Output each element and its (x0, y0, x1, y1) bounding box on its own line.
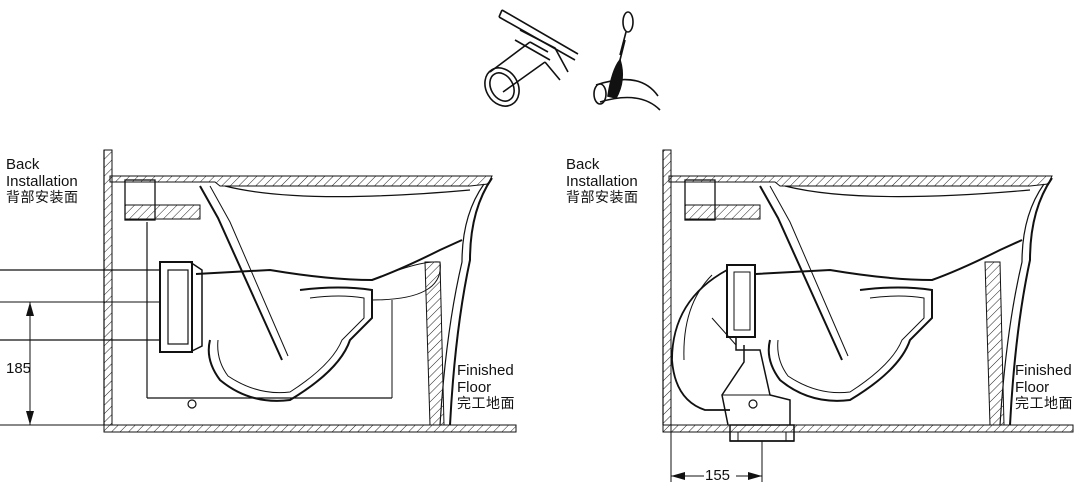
back-installation-label-en: Back Installation 背部安装面 (6, 156, 79, 207)
finished-floor (103, 424, 517, 433)
back-label-cn: 背部安装面 (6, 190, 79, 206)
floor-label-right-line1: Finished (1015, 362, 1072, 379)
floor-label-right-line2: Floor (1015, 379, 1050, 396)
back-wall-right (662, 149, 672, 426)
dimension-155: 155 (705, 467, 731, 484)
back-installation-label-right: Back Installation 背部安装面 (566, 156, 639, 207)
pipe-sealing-icon (593, 11, 661, 111)
wall-outlet-diagram (0, 149, 517, 433)
floor-label-line2: Floor (457, 379, 492, 396)
finished-floor-label: Finished Floor 完工地面 (457, 362, 515, 413)
back-label-line2: Installation (6, 173, 78, 190)
dimension-185: 185 (6, 360, 32, 377)
floor-outlet-diagram (662, 149, 1074, 482)
back-label-right-line2: Installation (566, 173, 638, 190)
back-label-right-line1: Back (566, 156, 600, 173)
finished-floor-label-right: Finished Floor 完工地面 (1015, 362, 1073, 413)
back-wall (103, 149, 113, 426)
back-label-right-cn: 背部安装面 (566, 190, 639, 206)
floor-label-line1: Finished (457, 362, 514, 379)
finished-floor-right (662, 424, 1074, 433)
floor-label-right-cn: 完工地面 (1015, 396, 1073, 412)
pipe-cutting-icon (484, 9, 579, 107)
floor-label-cn: 完工地面 (457, 396, 515, 412)
back-label-line1: Back (6, 156, 40, 173)
